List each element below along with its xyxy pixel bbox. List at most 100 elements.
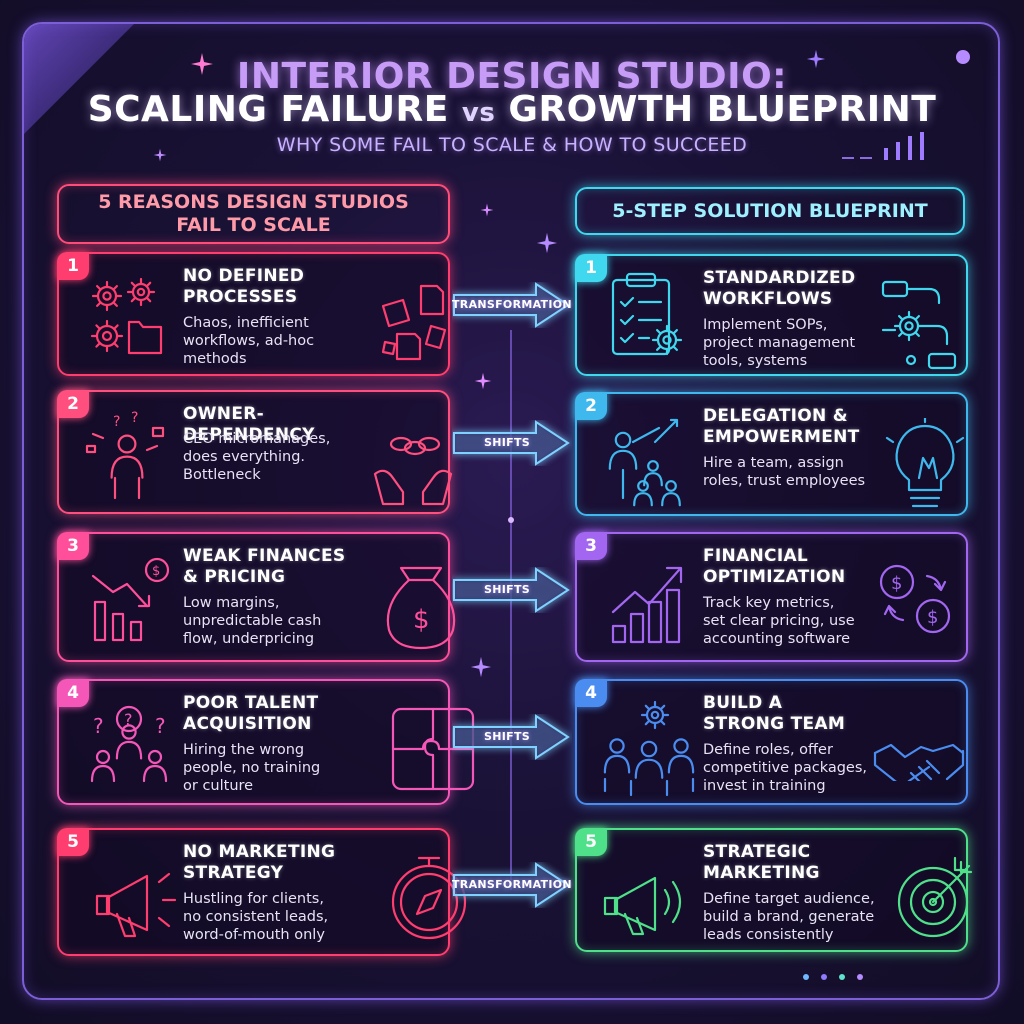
checklist-clipboard-icon: [611, 272, 683, 356]
sparkle-icon: [153, 148, 167, 162]
transition-arrow: [453, 420, 570, 466]
signal-bars-decoration: [842, 132, 924, 160]
card-description: Chaos, inefficient workflows, ad-hoc metho…: [183, 314, 363, 368]
center-connector-line: [508, 330, 514, 890]
confused-people-icon: ???: [90, 705, 168, 783]
svg-text:$: $: [891, 573, 902, 594]
step-number-badge: 5: [575, 828, 607, 856]
card-title: OWNER-DEPENDENCY: [183, 404, 359, 446]
juggling-person-icon: ??: [85, 410, 165, 500]
card-title-line-1: BUILD A: [703, 693, 783, 713]
card-desc-line-1: Chaos, inefficient: [183, 315, 309, 331]
step-number-badge: 4: [575, 679, 607, 707]
subtitle: WHY SOME FAIL TO SCALE & HOW TO SUCCEED: [276, 134, 748, 156]
card-title-line-1: POOR TALENT: [183, 693, 319, 713]
card-desc-line-1: Track key metrics,: [703, 595, 835, 611]
title-growth: GROWTH BLUEPRINT: [508, 89, 937, 130]
megaphone-sound-icon: [603, 876, 682, 936]
card-desc-line-2: does everything.: [183, 449, 306, 465]
sparkle-icon: [191, 53, 213, 75]
transition-arrow: [453, 862, 570, 908]
arrow-label: SHIFTS: [484, 436, 530, 449]
step-number-badge: 1: [57, 252, 89, 280]
card-title: DELEGATION &EMPOWERMENT: [703, 406, 893, 448]
handshake-icon: [873, 743, 965, 781]
title-failure: SCALING FAILURE: [87, 89, 449, 130]
left-header-line-1: 5 REASONS DESIGN STUDIOS: [98, 191, 409, 213]
card-title-line-2: OPTIMIZATION: [703, 567, 846, 587]
card-title-line-2: STRONG TEAM: [703, 714, 846, 734]
card-title-line-2: STRATEGY: [183, 863, 284, 883]
card-desc-line-1: Define target audience,: [703, 891, 875, 907]
card-desc-line-2: people, no training: [183, 760, 321, 776]
card-desc-line-3: word-of-mouth only: [183, 927, 325, 943]
card-description: Hustling for clients,no consistent leads…: [183, 890, 363, 944]
growth-chart-icon: [611, 566, 683, 644]
sparkle-icon: [470, 656, 492, 678]
card-title-line-1: DELEGATION &: [703, 406, 848, 426]
scattered-papers-icon: [381, 284, 447, 361]
workflow-diagram-icon: [881, 280, 957, 370]
megaphone-icon: [95, 872, 177, 938]
svg-text:?: ?: [93, 714, 104, 738]
card-desc-line-1: Define roles, offer: [703, 742, 833, 758]
card-desc-line-3: methods: [183, 351, 247, 367]
transition-arrow: [453, 714, 570, 760]
money-bag-icon: $: [386, 566, 456, 650]
svg-text:?: ?: [155, 714, 166, 738]
card-title: WEAK FINANCES& PRICING: [183, 546, 359, 588]
right-column-header: 5-STEP SOLUTION BLUEPRINT: [575, 187, 965, 235]
team-gear-icon: [603, 700, 695, 797]
title-line-1: INTERIOR DESIGN STUDIO:: [236, 56, 788, 97]
card-desc-line-2: set clear pricing, use: [703, 613, 855, 629]
card-desc-line-3: invest in training: [703, 778, 826, 794]
sparkle-icon: [480, 203, 494, 217]
card-description: CEO micromanages, does everything. Bottlen…: [183, 430, 363, 484]
title-vs: vs: [461, 98, 496, 128]
card-desc-line-3: leads consistently: [703, 927, 834, 943]
gears-folder-icon: [90, 277, 163, 355]
card-desc-line-1: Hiring the wrong: [183, 742, 305, 758]
left-header-line-2: FAIL TO SCALE: [176, 214, 331, 236]
step-number-badge: 5: [57, 828, 89, 856]
card-title-line-2: WORKFLOWS: [703, 289, 833, 309]
card-desc-line-1: CEO micromanages,: [183, 431, 331, 447]
card-desc-line-2: workflows, ad-hoc: [183, 333, 315, 349]
svg-text:$: $: [927, 607, 938, 628]
card-desc-line-2: unpredictable cash: [183, 613, 322, 629]
svg-text:$: $: [152, 564, 160, 579]
card-title-line-2: EMPOWERMENT: [703, 427, 860, 447]
card-desc-line-1: Hustling for clients,: [183, 891, 324, 907]
card-title-line-2: ACQUISITION: [183, 714, 312, 734]
dots-decoration: [803, 974, 863, 980]
transition-arrow: [453, 567, 570, 613]
svg-text:?: ?: [124, 710, 133, 729]
compass-icon: [391, 856, 467, 940]
sparkle-icon: [806, 49, 826, 69]
sparkle-icon: [474, 372, 492, 390]
step-number-badge: 2: [57, 390, 89, 418]
svg-text:?: ?: [131, 410, 138, 426]
puzzle-icon: [391, 707, 475, 791]
card-desc-line-1: Low margins,: [183, 595, 280, 611]
card-desc-line-3: tools, systems: [703, 353, 808, 369]
neon-frame: [22, 22, 1000, 1000]
arrow-label: TRANSFORMATION: [452, 878, 572, 891]
card-desc-line-2: build a brand, generate: [703, 909, 875, 925]
card-desc-line-3: Bottleneck: [183, 467, 261, 483]
